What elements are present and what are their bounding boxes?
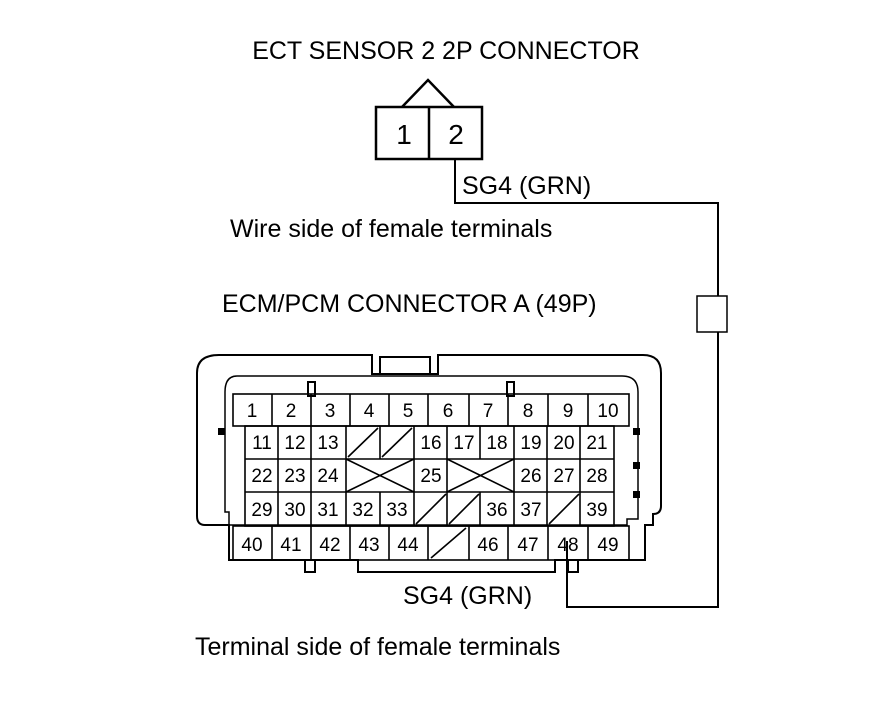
terminal-20: 20 [553,433,574,454]
terminal-7: 7 [483,401,494,422]
ecm-connector-title: ECM/PCM CONNECTOR A (49P) [222,290,597,318]
terminal-42: 42 [319,535,340,556]
terminal-37: 37 [520,500,541,521]
terminal-29: 29 [251,500,272,521]
unused-cavity-15 [381,427,413,458]
unused-cavity-x2b [446,458,515,493]
ect-connector-title: ECT SENSOR 2 2P CONNECTOR [252,37,640,65]
ecm-connector-shell [196,354,662,573]
terminal-22: 22 [251,466,272,487]
terminal-27: 27 [553,466,574,487]
terminal-24: 24 [317,466,339,487]
terminal-43: 43 [358,535,379,556]
terminal-40: 40 [241,535,262,556]
terminal-21: 21 [586,433,607,454]
sg4-wire [454,159,728,608]
ecm-lock-tab [379,356,431,375]
terminal-39: 39 [586,500,607,521]
ecm-connector-inner-shell [224,375,639,526]
terminal-16: 16 [420,433,441,454]
unused-cavity-14 [347,427,379,458]
unused-cavity-35 [448,493,480,525]
unused-cavity-34 [415,493,447,525]
terminal-17: 17 [453,433,474,454]
ecm-connector [196,354,662,573]
terminal-25: 25 [420,466,441,487]
terminal-26: 26 [520,466,541,487]
terminal-19: 19 [520,433,541,454]
terminal-13: 13 [317,433,338,454]
terminal-9: 9 [563,401,574,422]
ect-sensor-connector [374,78,484,161]
ecm-side-latches [218,428,640,498]
ecm-terminal-numbers: 1 2 3 4 5 6 7 8 9 10 11 12 13 16 17 18 1… [241,401,618,556]
ect-pin-2: 2 [448,119,464,150]
terminal-44: 44 [397,535,419,556]
ecm-foot-left [304,559,316,573]
unused-cavity-x1b [345,458,415,493]
terminal-33: 33 [386,500,407,521]
terminal-11: 11 [252,433,272,454]
wire-label-sg4-bottom: SG4 (GRN) [403,582,532,610]
ecm-key-right [506,381,515,397]
terminal-49: 49 [597,535,618,556]
unused-cavity-45 [430,527,467,559]
terminal-side-caption: Terminal side of female terminals [195,633,560,661]
terminal-6: 6 [443,401,454,422]
terminal-3: 3 [325,401,336,422]
terminal-30: 30 [284,500,305,521]
terminal-12: 12 [284,433,305,454]
terminal-8: 8 [523,401,534,422]
terminal-47: 47 [517,535,538,556]
terminal-48: 48 [557,535,578,556]
terminal-28: 28 [586,466,607,487]
terminal-2: 2 [286,401,297,422]
junction-box [696,295,728,333]
terminal-5: 5 [403,401,414,422]
wire-label-sg4-top: SG4 (GRN) [462,172,591,200]
ect-pin-1: 1 [396,119,412,150]
terminal-1: 1 [247,401,258,422]
terminal-4: 4 [364,401,375,422]
ecm-terminal-grid [232,393,630,561]
wire-side-caption: Wire side of female terminals [230,215,552,243]
terminal-46: 46 [477,535,498,556]
connector-lock-tab [401,78,455,108]
terminal-18: 18 [486,433,507,454]
unused-cavity-38 [548,493,580,525]
terminal-10: 10 [597,401,618,422]
terminal-36: 36 [486,500,507,521]
terminal-32: 32 [352,500,373,521]
ecm-foot-right [567,559,579,573]
terminal-23: 23 [284,466,305,487]
terminal-31: 31 [317,500,338,521]
terminal-41: 41 [280,535,301,556]
